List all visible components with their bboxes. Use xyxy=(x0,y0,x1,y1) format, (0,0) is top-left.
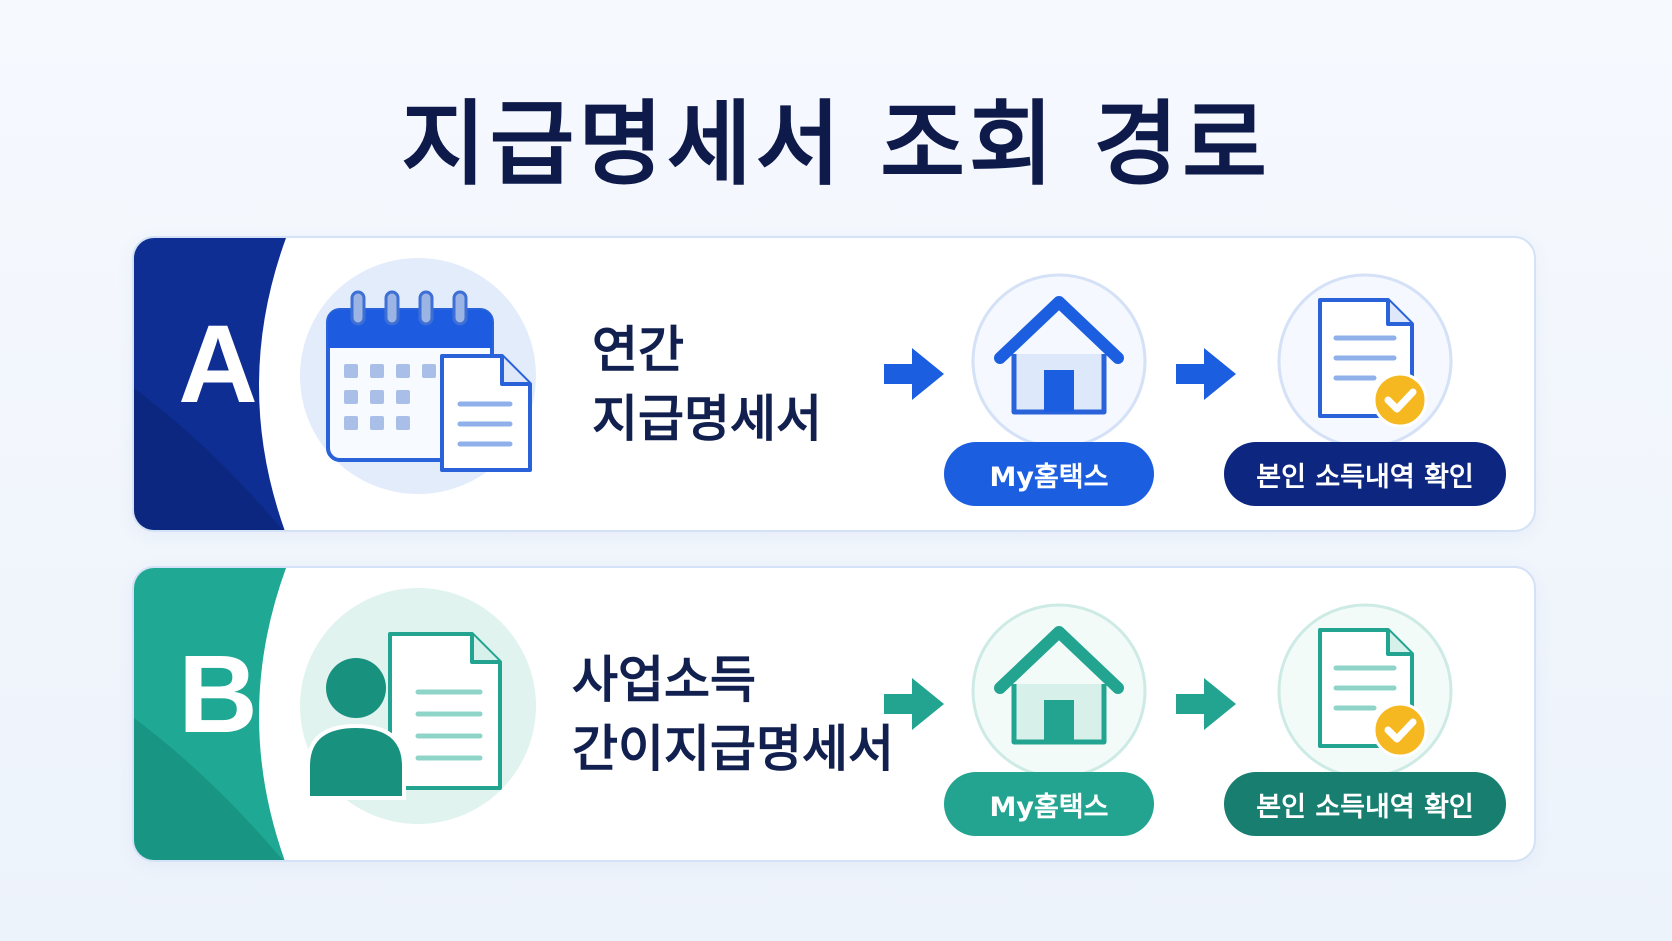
route-letter-b: B xyxy=(178,633,258,756)
route-label-b: 사업소득 간이지급명세서 xyxy=(572,646,894,784)
route-label-b-line1: 사업소득 xyxy=(572,651,756,709)
card-a-accent-bar xyxy=(134,238,286,530)
route-letter-a: A xyxy=(178,303,258,426)
income-check-button-a[interactable]: 본인 소득내역 확인 xyxy=(1224,442,1506,506)
myhometax-button-a[interactable]: My홈택스 xyxy=(944,442,1154,506)
arrow-right-icon xyxy=(884,348,944,400)
route-card-a: A 연간 지급명세서 xyxy=(132,236,1536,532)
person-document-icon xyxy=(300,588,536,824)
myhometax-button-b[interactable]: My홈택스 xyxy=(944,772,1154,836)
document-check-icon xyxy=(1277,273,1453,449)
arrow-right-icon xyxy=(884,678,944,730)
arrow-right-icon xyxy=(1176,348,1236,400)
arrow-right-icon xyxy=(1176,678,1236,730)
route-label-b-line2: 간이지급명세서 xyxy=(572,720,894,778)
card-b-accent-bar xyxy=(134,568,286,860)
income-check-button-b[interactable]: 본인 소득내역 확인 xyxy=(1224,772,1506,836)
route-label-a-line1: 연간 xyxy=(592,321,684,379)
calendar-document-icon xyxy=(300,258,536,494)
document-check-icon xyxy=(1277,603,1453,779)
page-title: 지급명세서 조회 경로 xyxy=(401,91,1271,198)
route-label-a: 연간 지급명세서 xyxy=(592,316,822,454)
route-label-a-line2: 지급명세서 xyxy=(592,390,822,448)
home-icon xyxy=(971,273,1147,449)
home-icon xyxy=(971,603,1147,779)
route-card-b: B 사업소득 간이지급명세서 My홈택스 본인 xyxy=(132,566,1536,862)
